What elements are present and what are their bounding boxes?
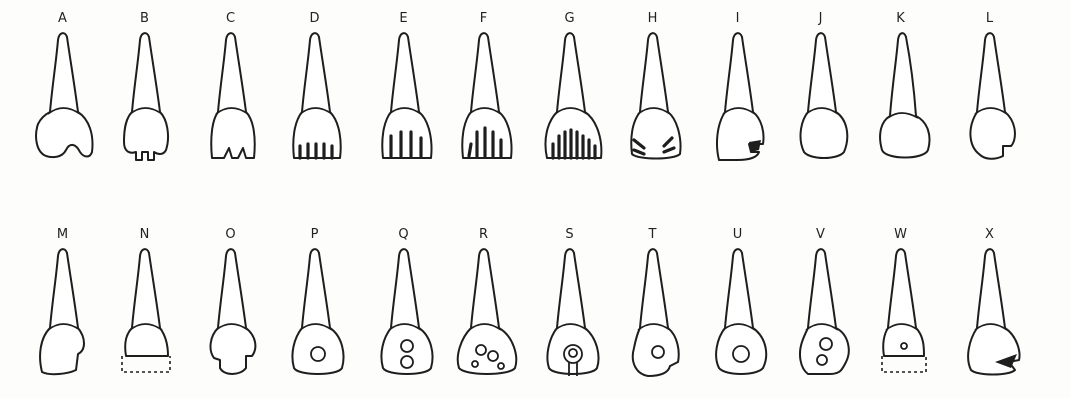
tooth-v: V (786, 226, 856, 382)
tooth-w: W (866, 226, 936, 382)
tooth-drawing (196, 28, 266, 166)
tooth-x: X (955, 226, 1025, 382)
tooth-drawing (535, 28, 605, 166)
tooth-drawing (28, 28, 98, 166)
tooth-label: T (618, 226, 688, 244)
tooth-label: P (280, 226, 350, 244)
tooth-r: R (449, 226, 519, 382)
tooth-label: B (110, 10, 180, 28)
tooth-h: H (618, 10, 688, 166)
tooth-drawing (866, 244, 936, 382)
tooth-label: F (449, 10, 519, 28)
tooth-drawing (955, 28, 1025, 166)
tooth-t: T (618, 226, 688, 382)
tooth-drawing (369, 244, 439, 382)
tooth-n: N (110, 226, 180, 382)
tooth-d: D (280, 10, 350, 166)
tooth-b: B (110, 10, 180, 166)
tooth-label: L (955, 10, 1025, 28)
tooth-label: R (449, 226, 519, 244)
tooth-drawing (110, 28, 180, 166)
tooth-label: W (866, 226, 936, 244)
tooth-label: X (955, 226, 1025, 244)
tooth-label: J (786, 10, 856, 28)
tooth-i: I (703, 10, 773, 166)
tooth-drawing (28, 244, 98, 382)
tooth-p: P (280, 226, 350, 382)
tooth-drawing (535, 244, 605, 382)
tooth-label: N (110, 226, 180, 244)
tooth-s: S (535, 226, 605, 382)
tooth-f: F (449, 10, 519, 166)
tooth-label: Q (369, 226, 439, 244)
tooth-u: U (703, 226, 773, 382)
tooth-label: U (703, 226, 773, 244)
tooth-label: K (866, 10, 936, 28)
tooth-label: S (535, 226, 605, 244)
tooth-label: G (535, 10, 605, 28)
tooth-drawing (703, 244, 773, 382)
tooth-drawing (786, 28, 856, 166)
tooth-label: A (28, 10, 98, 28)
tooth-label: O (196, 226, 266, 244)
tooth-label: D (280, 10, 350, 28)
tooth-l: L (955, 10, 1025, 166)
tooth-q: Q (369, 226, 439, 382)
tooth-drawing (280, 28, 350, 166)
tooth-e: E (369, 10, 439, 166)
tooth-drawing (280, 244, 350, 382)
tooth-drawing (369, 28, 439, 166)
tooth-label: V (786, 226, 856, 244)
tooth-drawing (449, 28, 519, 166)
tooth-drawing (196, 244, 266, 382)
tooth-label: C (196, 10, 266, 28)
tooth-drawing (866, 28, 936, 166)
tooth-drawing (703, 28, 773, 166)
tooth-g: G (535, 10, 605, 166)
tooth-drawing (449, 244, 519, 382)
tooth-label: H (618, 10, 688, 28)
tooth-label: I (703, 10, 773, 28)
tooth-o: O (196, 226, 266, 382)
tooth-label: M (28, 226, 98, 244)
tooth-drawing (786, 244, 856, 382)
tooth-drawing (618, 244, 688, 382)
tooth-j: J (786, 10, 856, 166)
tooth-drawing (618, 28, 688, 166)
tooth-a: A (28, 10, 98, 166)
tooth-drawing (110, 244, 180, 382)
tooth-k: K (866, 10, 936, 166)
tooth-m: M (28, 226, 98, 382)
tooth-drawing (955, 244, 1025, 382)
tooth-c: C (196, 10, 266, 166)
tooth-label: E (369, 10, 439, 28)
